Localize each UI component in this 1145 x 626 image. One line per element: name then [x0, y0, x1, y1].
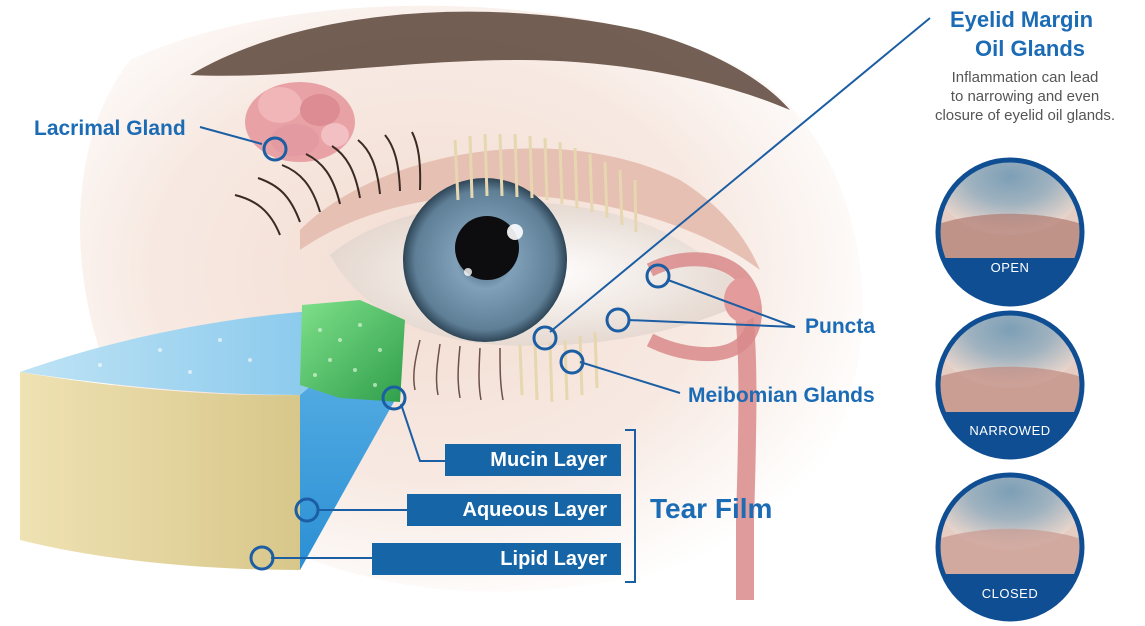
gland-narrowed-circle: [930, 298, 1090, 468]
puncta-label: Puncta: [805, 316, 875, 337]
eyelid-margin-title-line2: Oil Glands: [975, 38, 1085, 60]
description-line-2: to narrowing and even: [905, 87, 1145, 106]
eyelid-margin-title-line1: Eyelid Margin: [950, 9, 1093, 31]
lacrimal-gland-label: Lacrimal Gland: [34, 118, 186, 139]
open-state-label: OPEN: [950, 260, 1070, 275]
closed-state-label: CLOSED: [950, 586, 1070, 601]
lipid-layer-label: Lipid Layer: [372, 543, 621, 575]
description-line-3: closure of eyelid oil glands.: [905, 106, 1145, 125]
narrowed-state-label: NARROWED: [950, 423, 1070, 438]
meibomian-glands-label: Meibomian Glands: [688, 385, 875, 406]
description-line-1: Inflammation can lead: [905, 68, 1145, 87]
tear-film-label: Tear Film: [650, 495, 772, 523]
mucin-layer-label: Mucin Layer: [445, 444, 621, 476]
gland-open-circle: [930, 145, 1090, 315]
aqueous-layer-label: Aqueous Layer: [407, 494, 621, 526]
gland-description: Inflammation can lead to narrowing and e…: [905, 68, 1145, 125]
gland-closed-circle: [930, 460, 1090, 626]
